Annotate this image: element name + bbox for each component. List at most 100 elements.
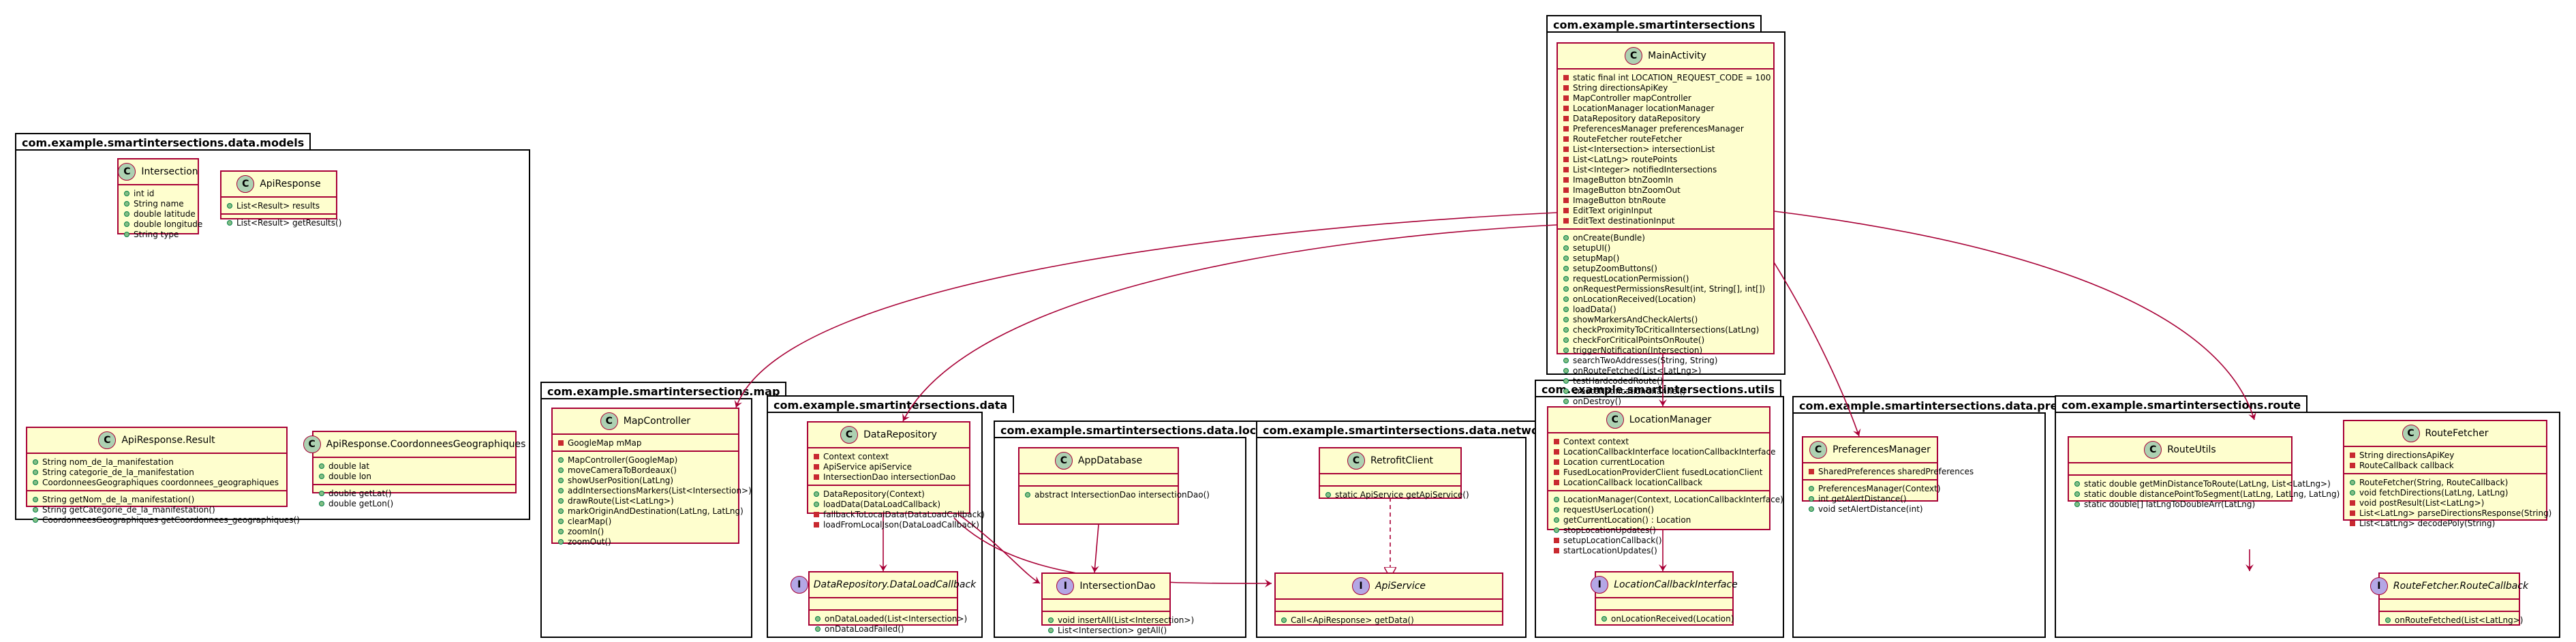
package-label: com.example.smartintersections.data.netw… [1256,421,1559,438]
field: String nom_de_la_manifestation [33,457,281,467]
method: showUserPosition(LatLng) [558,475,733,485]
method: String getCategorie_de_la_manifestation(… [33,504,281,515]
public-icon [1563,255,1569,261]
fields-section: int id String name double latitude doubl… [119,185,202,242]
public-icon [1563,306,1569,312]
field: RouteFetcher routeFetcher [1563,134,1768,144]
public-icon [33,517,38,523]
field: PreferencesManager preferencesManager [1563,123,1768,134]
method: loadFromLocalJson(DataLoadCallback) [814,519,979,530]
method: stopLocationUpdates() [1554,525,1764,535]
method: onRouteFetched(List<LatLng>) [2385,615,2523,625]
method: getCurrentLocation() : Location [1554,515,1764,525]
field: List<Intersection> intersectionList [1563,144,1768,154]
methods-section: onRouteFetched(List<LatLng>) [2380,612,2523,628]
package-label: com.example.smartintersections.route [2055,395,2308,413]
private-icon [1554,469,1559,475]
class-name: LocationManager [1629,414,1712,425]
class-badge-icon: C [98,431,117,449]
public-icon [558,467,564,473]
method: onRouteFetched(List<LatLng>) [1563,365,1768,376]
method: onDataLoadFailed() [815,624,951,634]
method: fallbackToLocalData(DataLoadCallback) [814,509,985,519]
class-badge-icon: C [1625,47,1643,65]
field: Location currentLocation [1554,457,1764,467]
private-icon [814,511,819,517]
public-icon [1563,234,1569,241]
methods-section: RouteFetcher(String, RouteCallback) void… [2344,474,2551,531]
method: LocationManager(Context, LocationCallbac… [1554,494,1783,504]
fields-section: GoogleMap mMap [553,435,738,452]
package-label: com.example.smartintersections.data [767,395,1015,413]
method: static double distancePointToSegment(Lat… [2074,489,2340,499]
fields-section [2380,600,2519,612]
method: static double getMinDistanceToRoute(LatL… [2074,478,2331,489]
class-name: DataRepository [863,429,937,440]
public-icon [2074,480,2080,487]
class-badge-icon: C [1054,452,1073,470]
class-name: DataRepository.DataLoadCallback [813,579,977,590]
public-icon [814,491,819,497]
methods-section: void insertAll(List<Intersection>) List<… [1043,612,1194,638]
public-icon [1563,367,1569,373]
method: static ApiService getApiService() [1325,489,1469,500]
class-name: RouteFetcher [2425,428,2489,439]
method: Call<ApiResponse> getData() [1281,615,1497,625]
public-icon [1563,388,1569,394]
class-badge-icon: C [2144,441,2162,459]
method: clearMap() [558,516,733,526]
edge-main-to-datarepository [902,224,1557,422]
fields-section [1596,598,1732,611]
public-icon [1025,491,1030,498]
method: void insertAll(List<Intersection>) [1048,615,1194,625]
field: String name [124,198,192,209]
methods-section: MapController(GoogleMap) moveCameraToBor… [553,452,752,549]
public-icon [558,528,564,534]
private-icon [1554,547,1559,553]
methods-section: static double getMinDistanceToRoute(LatL… [2069,476,2340,512]
methods-section: double getLat() double getLon() [313,485,515,511]
public-icon [1048,627,1054,633]
field: LocationManager locationManager [1563,103,1768,113]
public-icon [1601,615,1607,622]
field: ImageButton btnZoomOut [1563,185,1768,195]
field: String directionsApiKey [1563,82,1768,93]
method: loadData() [1563,304,1768,314]
class-name: RouteFetcher.RouteCallback [2393,581,2529,592]
private-icon [2350,500,2355,506]
field: EditText destinationInput [1563,215,1768,226]
methods-section: abstract IntersectionDao intersectionDao… [1019,487,1210,502]
field: FusedLocationProviderClient fusedLocatio… [1554,467,1764,477]
public-icon [558,477,564,483]
method: CoordonneesGeographiques getCoordonnees_… [33,515,300,525]
method: void postResult(List<LatLng>) [2350,498,2541,508]
public-icon [319,490,324,496]
class-badge-icon: C [1809,441,1828,459]
public-icon [124,190,129,196]
field: double lon [319,471,510,481]
private-icon [1563,177,1569,183]
methods-section: onDataLoaded(List<Intersection>) onDataL… [810,611,967,637]
field: double latitude [124,209,196,219]
class-badge-icon: C [1347,452,1365,470]
private-icon [2350,520,2355,526]
method: setupLocationCallback() [1554,535,1764,545]
